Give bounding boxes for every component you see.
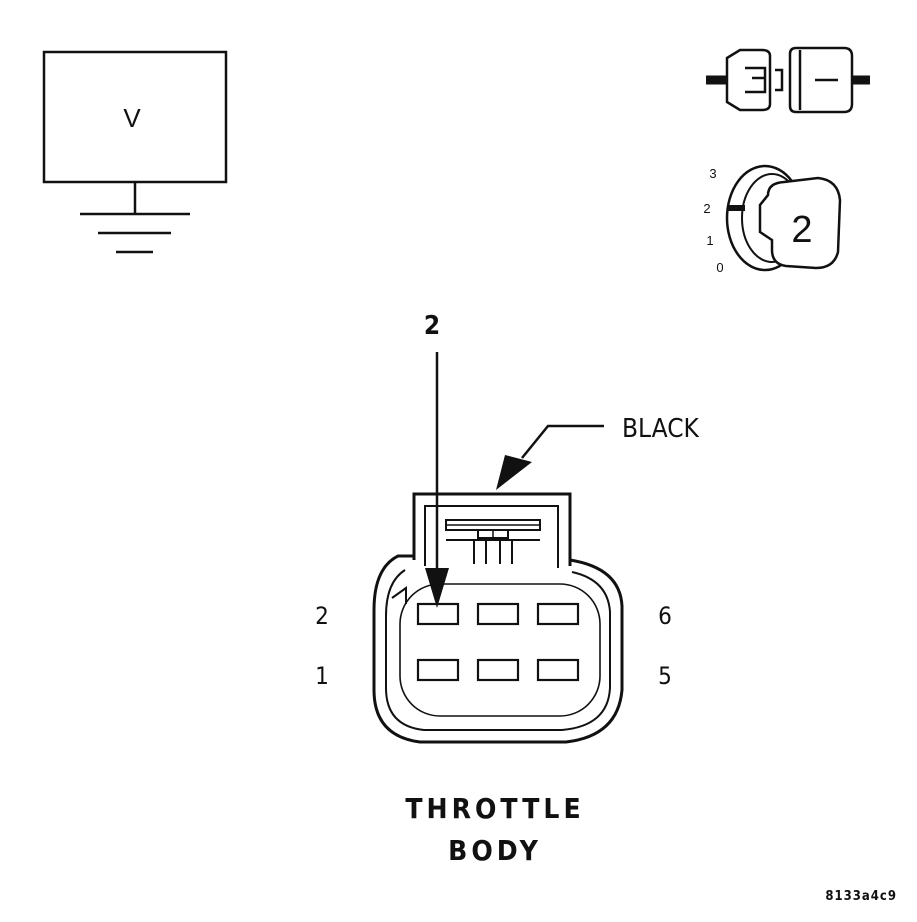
cavity-number-right-top: 6 [658,602,672,630]
terminal-5 [536,658,580,682]
terminal-6 [536,602,580,626]
cavity-number-left-bottom: 1 [315,662,329,690]
voltmeter-symbol: V [42,50,228,254]
ignition-position-3: 3 [709,166,716,181]
connector-name-line1: THROTTLE [405,792,584,825]
callout-arrowhead [425,568,449,608]
terminal-2 [416,602,460,626]
callout-pin-number: 2 [424,311,440,341]
ignition-position-1: 1 [706,233,713,248]
ground-icon [80,212,190,254]
ignition-key-icon: 3 2 1 0 2 [703,164,842,275]
disconnect-connector-icon [706,46,870,114]
figure-id: 8133a4c9 [825,889,897,904]
connector-name-line2: BODY [448,834,542,867]
ignition-position-0: 0 [716,260,723,275]
terminal-1 [416,658,460,682]
voltmeter-label: V [123,103,141,133]
cavity-number-left-top: 2 [315,602,329,630]
ignition-key-position-label: 2 [791,209,812,251]
terminal-4 [476,602,520,626]
throttle-body-connector [372,492,624,744]
ignition-position-2: 2 [703,201,710,216]
cavity-number-right-bottom: 5 [658,662,672,690]
connector-color-label: BLACK [622,414,700,444]
pin-callout: 2 [424,311,449,608]
terminal-3 [476,658,520,682]
color-label-callout: BLACK [496,414,700,490]
